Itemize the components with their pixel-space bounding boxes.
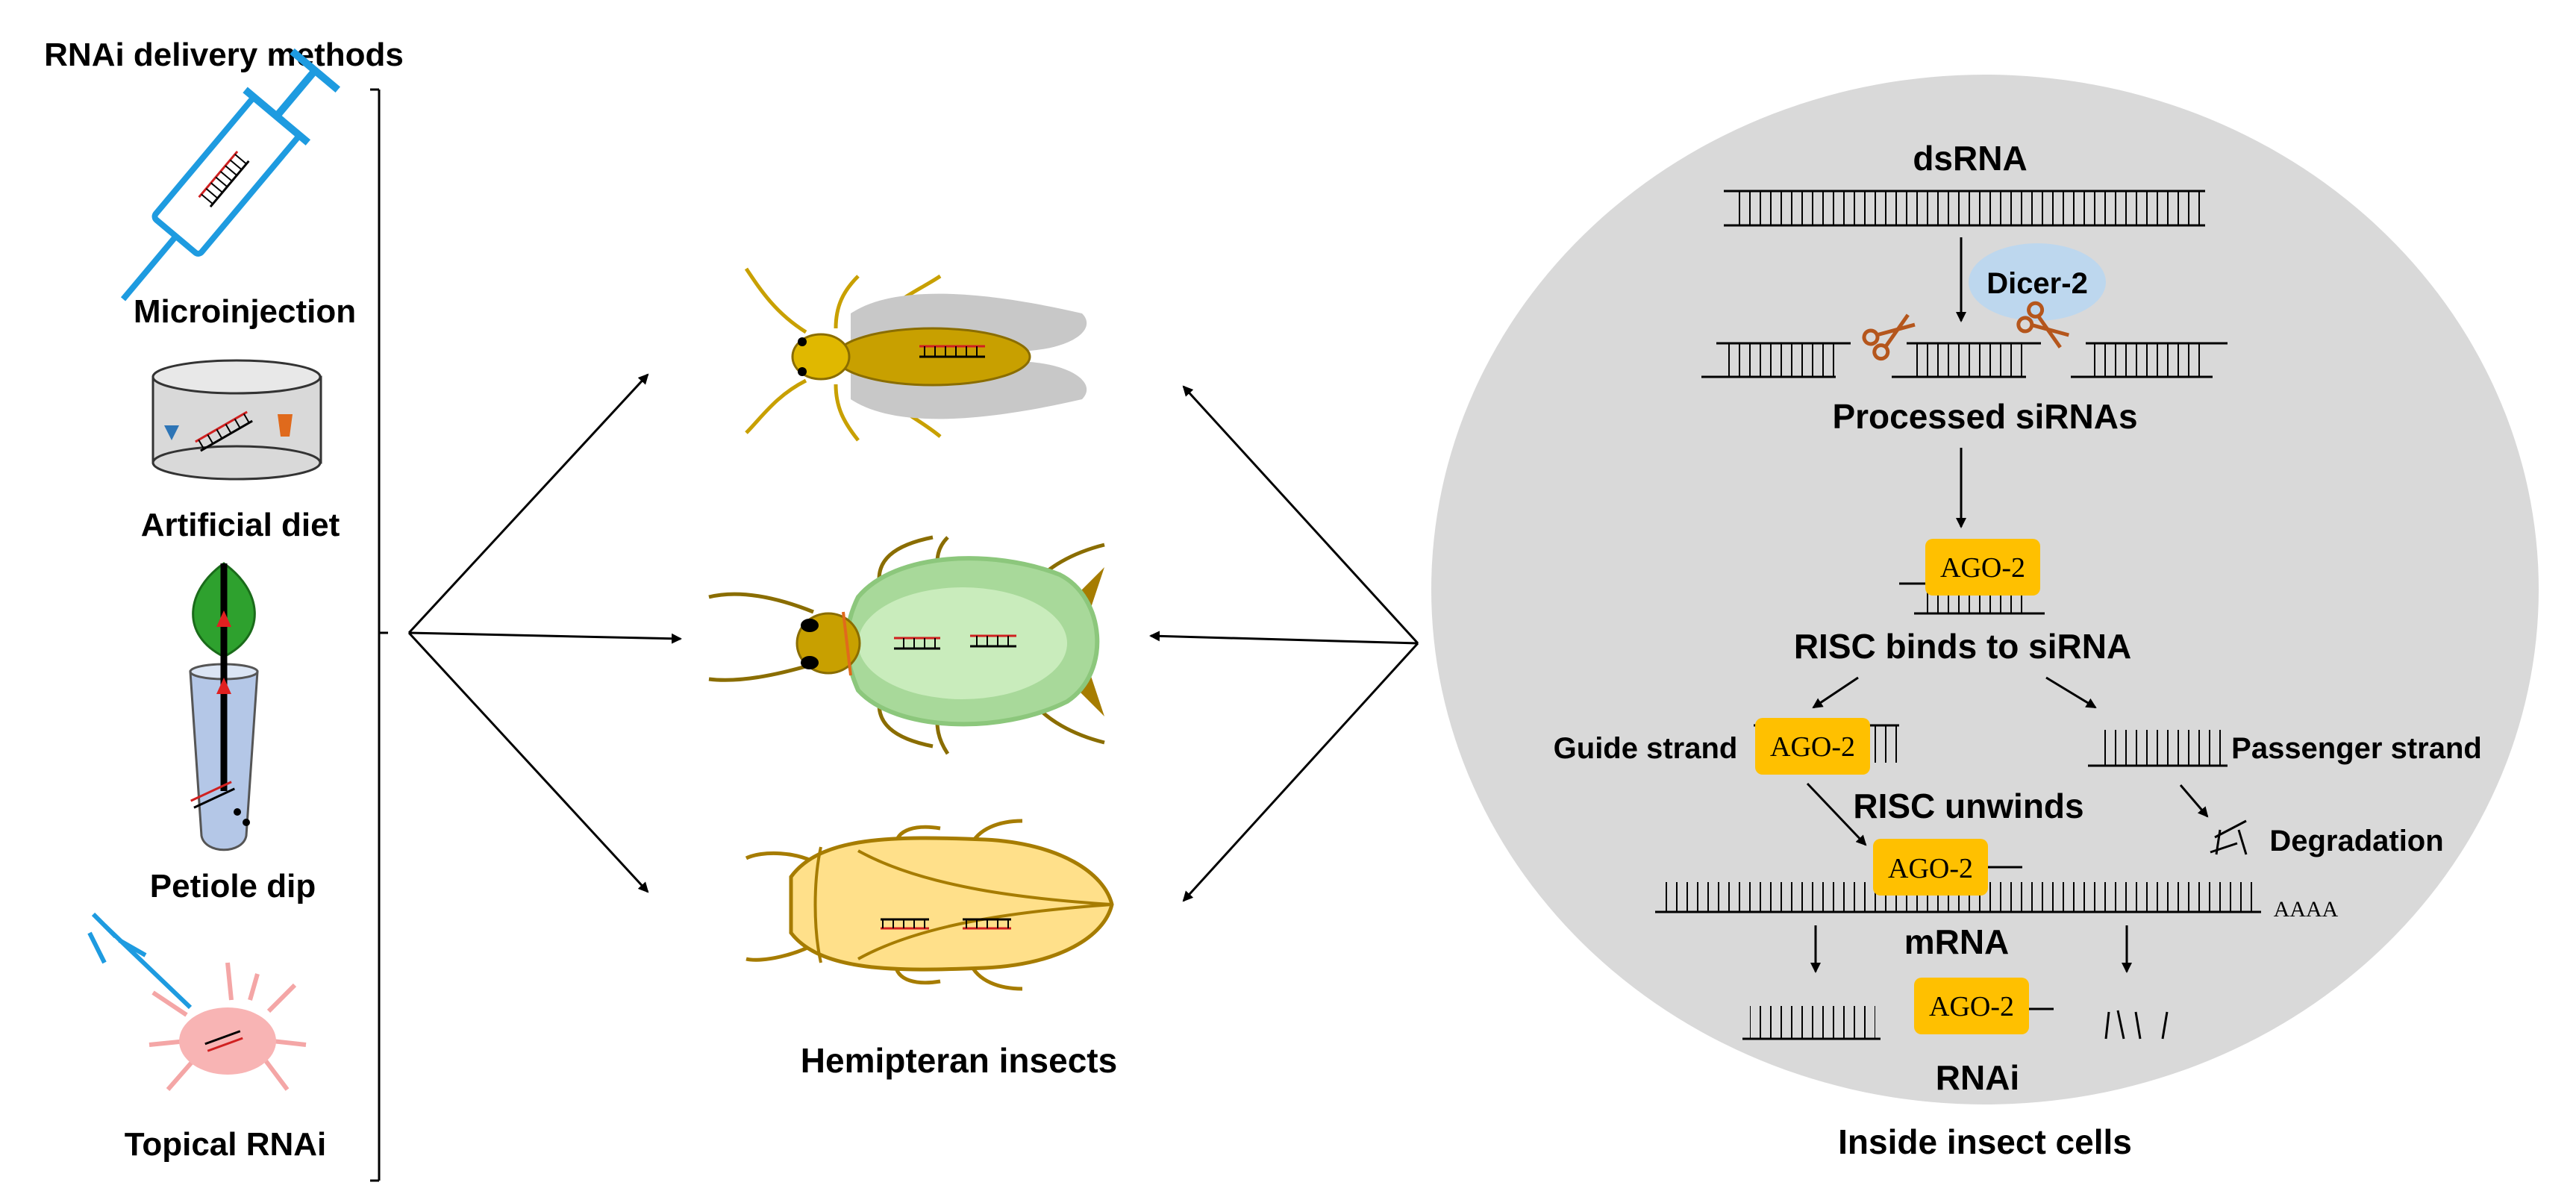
arrow-to-mrna (1806, 782, 1867, 846)
dsrna-strand (1724, 190, 2205, 227)
insects-label: Hemipteran insects (801, 1041, 1117, 1080)
inside-cells-label: Inside insect cells (1838, 1122, 2132, 1161)
method-label-microinjection: Microinjection (134, 293, 356, 330)
svg-text:AGO-2: AGO-2 (1940, 552, 2025, 584)
arrow-guide (1812, 676, 1859, 709)
cleaved-mrna-left (1742, 1006, 1881, 1040)
whitefly-icon (744, 267, 1087, 442)
ago2-siRNA-complex: AGO-2 (1899, 539, 2045, 615)
cell-to-insect-arrows (1149, 385, 1419, 902)
arrow-passenger (2045, 676, 2097, 709)
cleaved-mrna-right (2104, 1010, 2169, 1040)
ago2-guide-complex: AGO-2 (1754, 718, 1903, 775)
risc-binds-label: RISC binds to siRNA (1794, 627, 2131, 666)
leaf-petiole-tube-icon (189, 562, 259, 851)
aphid-icon (708, 535, 1105, 755)
rnai-label: RNAi (1936, 1058, 2019, 1097)
pipette-mite-icon (87, 912, 307, 1091)
degradation-label: Degradation (2269, 825, 2443, 857)
sirna-fragments (1701, 342, 2228, 378)
dicer-2-label: Dicer-2 (1986, 267, 2088, 300)
svg-text:AGO-2: AGO-2 (1888, 853, 1973, 884)
svg-text:AGO-2: AGO-2 (1929, 991, 2014, 1022)
method-label-petiole-dip: Petiole dip (150, 868, 316, 904)
planthopper-icon (745, 819, 1114, 991)
poly-a-tail: AAAA (2274, 897, 2339, 922)
dsrna-label: dsRNA (1913, 139, 2027, 178)
guide-strand-label: Guide strand (1554, 732, 1738, 765)
arrow-to-degradation (2179, 784, 2209, 818)
diet-container-icon (151, 359, 322, 481)
mrna-label: mRNA (1904, 922, 2010, 961)
methods-bracket (370, 88, 388, 1182)
method-label-artificial-diet: Artificial diet (141, 507, 340, 543)
degraded-fragments (2210, 819, 2248, 855)
mrna-strand (1655, 882, 2261, 913)
ago2-rnai-complex: AGO-2 (1914, 978, 2054, 1034)
dicer-2-enzyme (1969, 243, 2106, 321)
scissors-icon (1862, 313, 1916, 361)
risc-unwinds-label: RISC unwinds (1853, 787, 2083, 825)
scissors-icon (2016, 301, 2069, 349)
syringe-icon (120, 48, 340, 301)
processed-sirnas-label: Processed siRNAs (1832, 397, 2137, 436)
ago2-mrna-complex: AGO-2 (1873, 839, 2022, 896)
delivery-arrows (407, 373, 682, 893)
method-label-topical-rnai: Topical RNAi (125, 1126, 327, 1163)
svg-text:AGO-2: AGO-2 (1770, 731, 1855, 763)
passenger-strand-label: Passenger strand (2231, 732, 2482, 765)
delivery-methods-title: RNAi delivery methods (44, 37, 404, 73)
passenger-strand (2088, 730, 2228, 767)
